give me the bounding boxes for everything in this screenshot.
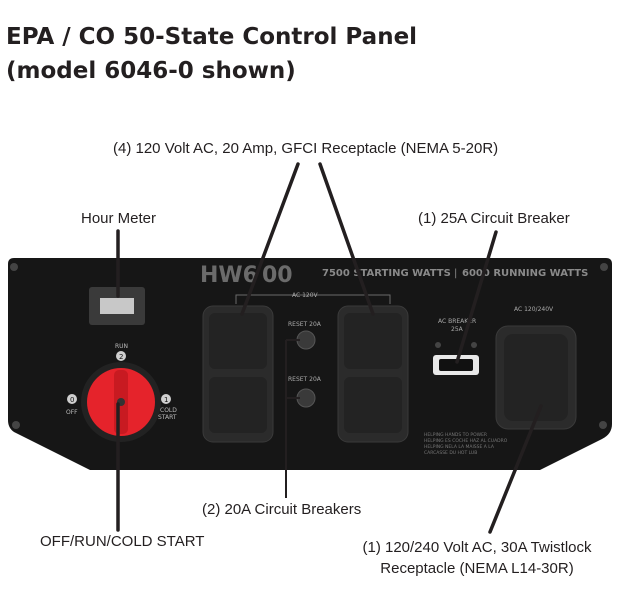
reset-label-top: RESET 20A — [288, 321, 322, 328]
switch-pos-off: 0 — [70, 396, 74, 404]
switch-pos-off-marker — [67, 394, 77, 404]
switch-cold-label: COLD — [160, 407, 177, 414]
screw-icon — [600, 263, 608, 271]
callout-twistlock-line-1: (1) 120/240 Volt AC, 30A Twistlock — [362, 539, 592, 556]
fine-print-line: CARCASSE DU HOT LUB — [424, 450, 477, 456]
hour-meter-display — [100, 298, 134, 314]
screw-icon — [599, 421, 607, 429]
gfci-receptacle-cover — [209, 377, 267, 433]
switch-pos-cold: 1 — [164, 396, 168, 404]
fine-print-line: HELPING HANDS TO POWER — [424, 432, 487, 438]
switch-run-label: RUN — [115, 343, 128, 350]
title-line-2: (model 6046-0 shown) — [6, 58, 296, 84]
fine-print-line: HELPING NELA LA MAISSE A LA — [424, 444, 495, 450]
switch-start-label: START — [158, 414, 177, 421]
leader-gfci-right — [318, 162, 375, 316]
callout-twistlock: (1) 120/240 Volt AC, 30A Twistlock Recep… — [352, 537, 602, 579]
control-panel — [8, 258, 612, 470]
ac120-label: AC 120V — [292, 292, 319, 299]
leader-twistlock — [488, 404, 543, 534]
callout-switch: OFF/RUN/COLD START — [40, 533, 205, 550]
leader-breakers-20a — [285, 339, 300, 498]
leader-lines — [116, 162, 543, 534]
switch-off-label: OFF — [66, 409, 78, 416]
callout-twistlock-line-2: Receptacle (NEMA L14-30R) — [380, 560, 574, 577]
panel-model: HW6 — [200, 263, 258, 288]
gfci-receptacle-cover — [344, 313, 402, 369]
callout-hour-meter: Hour Meter — [81, 210, 157, 227]
screw-icon — [12, 421, 20, 429]
switch-pos-run-marker — [116, 351, 126, 361]
page-title: EPA / CO 50-State Control Panel (model 6… — [6, 20, 417, 88]
leader-25a-breaker — [455, 230, 498, 364]
screw-icon — [435, 342, 441, 348]
fine-print-line: HELPING ES COCHE HAZ AL CUADRO — [424, 438, 508, 444]
gfci-receptacle-cover — [209, 313, 267, 369]
callout-20a-breakers: (2) 20A Circuit Breakers — [202, 501, 362, 518]
reset-label-bottom: RESET 20A — [288, 376, 322, 383]
title-line-1: EPA / CO 50-State Control Panel — [6, 24, 418, 50]
running-watts: 6000 RUNNING WATTS — [462, 268, 588, 279]
breaker-25a-button — [439, 359, 473, 371]
switch-pos-cold-marker — [161, 394, 171, 404]
screw-icon — [10, 263, 18, 271]
callout-gfci-receptacles: (4) 120 Volt AC, 20 Amp, GFCI Receptacle… — [113, 140, 499, 157]
screw-icon — [471, 342, 477, 348]
callout-25a-breaker: (1) 25A Circuit Breaker — [418, 210, 570, 227]
ac240-label: AC 120/240V — [514, 306, 554, 313]
ac120-bracket — [235, 294, 391, 304]
ac-breaker-label-amps: 25A — [451, 326, 464, 333]
watts-divider: | — [454, 268, 457, 279]
ac-breaker-label: AC BREAKER — [438, 318, 476, 325]
switch-pos-run: 2 — [119, 353, 123, 361]
gfci-receptacle-cover — [344, 377, 402, 433]
panel-model-tail: 00 — [262, 263, 293, 288]
twistlock-receptacle-cover — [504, 334, 568, 421]
leader-gfci-left — [240, 162, 300, 316]
starting-watts: 7500 STARTING WATTS — [322, 268, 451, 279]
